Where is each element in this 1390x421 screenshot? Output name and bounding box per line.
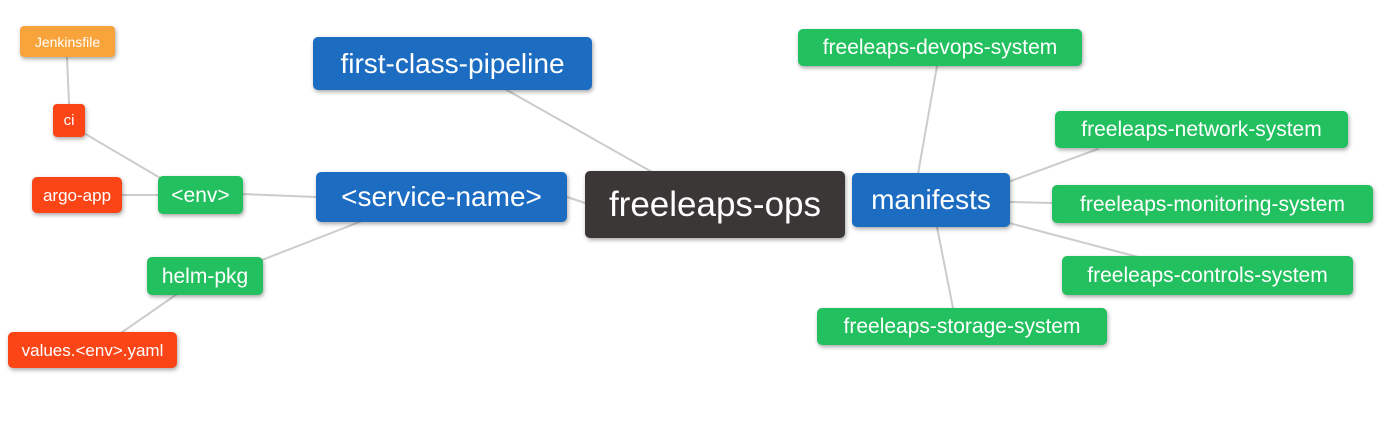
- edge-manifests-to-storage-system: [936, 226, 954, 309]
- node-ci[interactable]: ci: [53, 104, 85, 137]
- node-network-system[interactable]: freeleaps-network-system: [1055, 111, 1348, 148]
- edge-manifests-to-devops-system: [917, 65, 938, 175]
- node-freeleaps-ops[interactable]: freeleaps-ops: [585, 171, 845, 238]
- edge-ci-to-env: [81, 131, 163, 180]
- node-monitoring-system[interactable]: freeleaps-monitoring-system: [1052, 185, 1373, 223]
- node-argo-app[interactable]: argo-app: [32, 177, 122, 213]
- node-jenkinsfile[interactable]: Jenkinsfile: [20, 26, 115, 57]
- node-manifests[interactable]: manifests: [852, 173, 1010, 227]
- edge-manifests-to-monitoring-system: [1009, 201, 1053, 204]
- edge-helm-pkg-to-values-env-yaml: [120, 293, 178, 334]
- node-helm-pkg[interactable]: helm-pkg: [147, 257, 263, 295]
- node-controls-system[interactable]: freeleaps-controls-system: [1062, 256, 1353, 295]
- edge-service-name-to-helm-pkg: [261, 220, 363, 261]
- edge-env-to-service-name: [242, 193, 317, 198]
- node-storage-system[interactable]: freeleaps-storage-system: [817, 308, 1107, 345]
- edge-manifests-to-network-system: [1007, 148, 1099, 183]
- node-service-name[interactable]: <service-name>: [316, 172, 567, 222]
- edge-manifests-to-controls-system: [1008, 222, 1139, 258]
- edge-jenkinsfile-to-ci: [66, 56, 70, 105]
- node-devops-system[interactable]: freeleaps-devops-system: [798, 29, 1082, 66]
- node-first-class-pipeline[interactable]: first-class-pipeline: [313, 37, 592, 90]
- node-values-env-yaml[interactable]: values.<env>.yaml: [8, 332, 177, 368]
- node-env[interactable]: <env>: [158, 176, 243, 214]
- edge-first-class-pipeline-to-freeleaps-ops: [504, 88, 653, 173]
- edge-service-name-to-freeleaps-ops: [566, 196, 586, 204]
